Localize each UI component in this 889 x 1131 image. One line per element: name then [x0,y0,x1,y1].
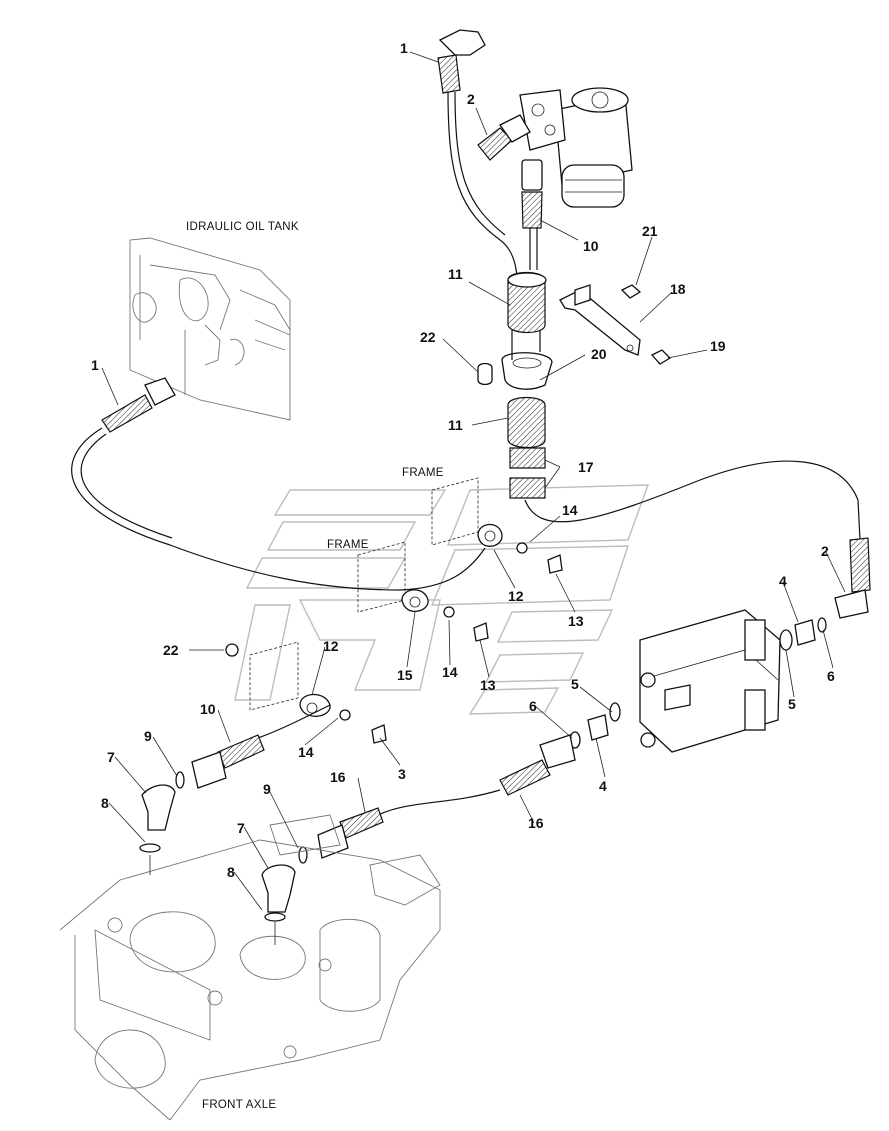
bracket-and-fasteners [477,284,672,386]
callout-19: 19 [710,338,726,354]
hose-10-lower [139,704,331,922]
callout-10-top: 10 [583,238,599,254]
callout-12-top: 12 [508,588,524,604]
caption-frame-upper: FRAME [402,467,444,479]
hose-2-upper [477,114,531,161]
callout-3: 3 [398,766,406,782]
callout-22-top: 22 [420,329,436,345]
fittings-4-5-6 [569,617,827,749]
callout-14-low: 14 [298,744,314,760]
sleeves [501,271,553,499]
callout-1-left: 1 [91,357,99,373]
hose-16 [317,734,576,859]
callout-7-left: 7 [107,749,115,765]
leader-lines [101,51,846,945]
callout-18: 18 [670,281,686,297]
callout-7-mid: 7 [237,820,245,836]
callout-14-mid: 14 [442,664,458,680]
callout-17: 17 [578,459,594,475]
callout-11-mid: 11 [448,417,463,433]
callout-22-left: 22 [163,642,179,658]
caption-frame-lower: FRAME [327,539,369,551]
callout-14-top: 14 [562,502,578,518]
callout-16-left: 16 [330,769,346,785]
callout-4-right: 4 [779,573,787,589]
callout-5-right: 5 [788,696,796,712]
callout-16-right: 16 [528,815,544,831]
hose-1-upper [437,29,519,331]
caption-hydraulic-oil-tank: IDRAULIC OIL TANK [186,221,299,233]
callout-13-top: 13 [568,613,584,629]
callout-21: 21 [642,223,658,239]
callout-12-left: 12 [323,638,339,654]
callout-2-top: 2 [467,91,475,107]
steering-unit [519,87,633,208]
callout-1-top: 1 [400,40,408,56]
callout-2-right: 2 [821,543,829,559]
callout-5-mid: 5 [571,676,579,692]
valve-block [639,609,781,753]
callout-6-mid: 6 [529,698,537,714]
hydraulic-oil-tank [129,237,291,421]
hose-10-upper [521,159,543,270]
callout-8-mid: 8 [227,864,235,880]
hose-2-right [524,460,871,619]
callout-10-lower: 10 [200,701,216,717]
callout-13-mid: 13 [480,677,496,693]
callout-numbers: 1 2 10 21 18 11 22 20 19 1 11 17 14 2 4 … [91,40,835,880]
hose-1-lower [71,377,486,591]
callout-9-left: 9 [144,728,152,744]
callout-15: 15 [397,667,413,683]
callout-20: 20 [591,346,607,362]
caption-front-axle: FRONT AXLE [202,1099,276,1111]
callout-6-right: 6 [827,668,835,684]
callout-8-left: 8 [101,795,109,811]
callout-9-mid: 9 [263,781,271,797]
clamps [225,523,563,744]
watermark [234,484,650,715]
callout-11-top: 11 [448,266,463,282]
callout-4-mid: 4 [599,778,607,794]
front-axle [59,814,441,1121]
